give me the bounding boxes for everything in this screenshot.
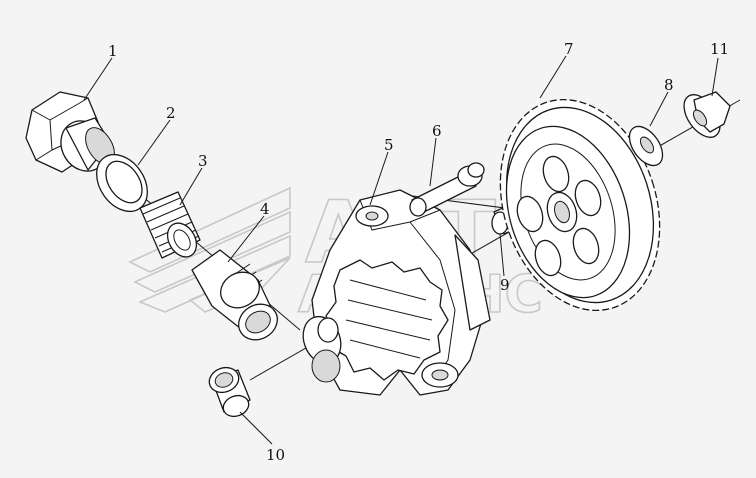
- part-1-hex-plug: [25, 91, 115, 173]
- part-6-shaft-pin: [409, 162, 485, 217]
- part-8-washer: [628, 125, 664, 167]
- callout-3: 3: [198, 152, 208, 170]
- part-10-sleeve: [208, 366, 251, 418]
- part-2-gasket-ring: [96, 153, 148, 213]
- part-7-drive-gear: [499, 98, 661, 312]
- callout-11: 11: [710, 40, 729, 58]
- callout-1: 1: [108, 42, 118, 60]
- callout-4: 4: [260, 200, 270, 218]
- callout-9: 9: [500, 276, 510, 294]
- part-4-valve-bushing: [191, 249, 278, 341]
- pump-gears: [302, 259, 449, 383]
- part-3-spring: [139, 191, 201, 259]
- leader-lines: [83, 55, 719, 445]
- callout-10: 10: [266, 446, 285, 464]
- callout-6: 6: [432, 122, 442, 140]
- callouts: 1 2 3 4 5 6 7 8 9 10 11: [108, 40, 729, 464]
- callout-8: 8: [664, 76, 674, 94]
- watermark-logo: [128, 186, 291, 313]
- callout-2: 2: [166, 104, 176, 122]
- part-11-flange-nut: [683, 91, 731, 138]
- callout-5: 5: [384, 136, 394, 154]
- callout-7: 7: [564, 40, 574, 58]
